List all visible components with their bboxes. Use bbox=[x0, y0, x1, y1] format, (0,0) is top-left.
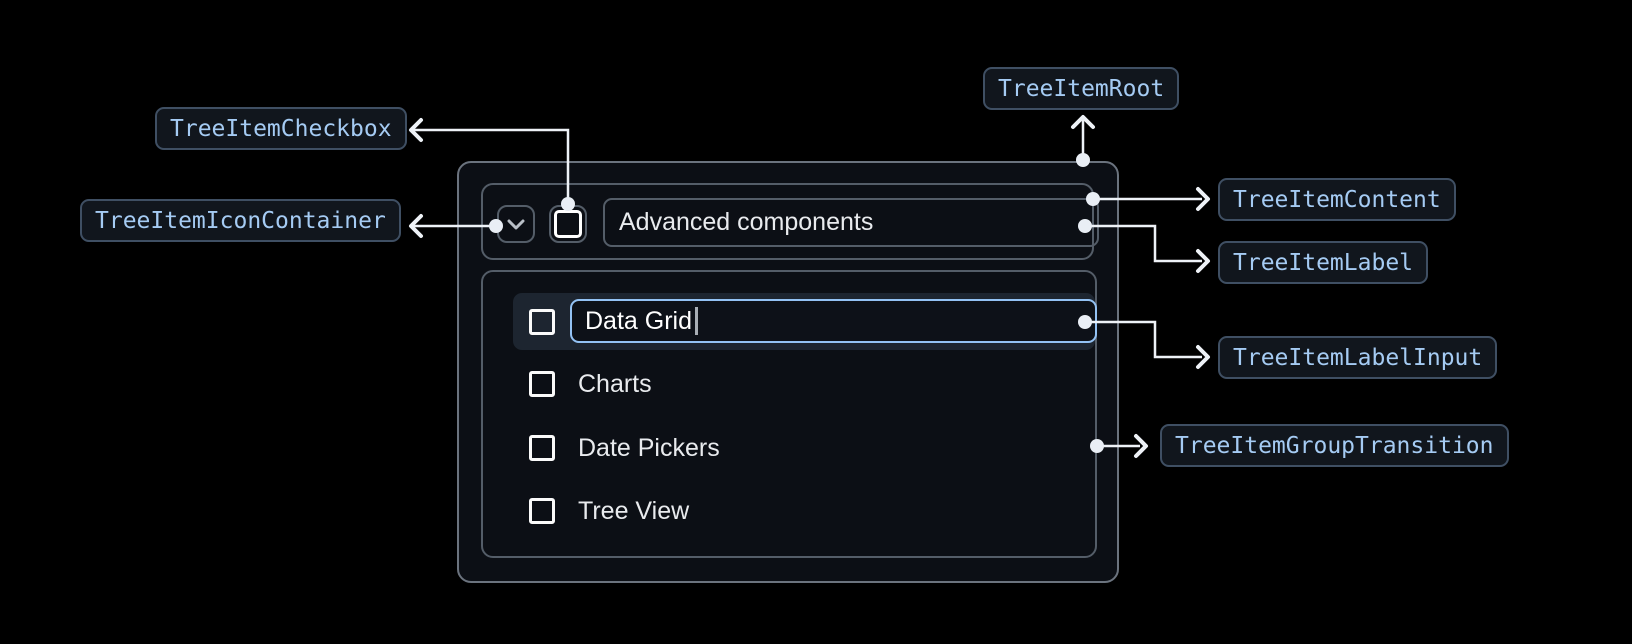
annotation-tree-item-icon-container: TreeItemIconContainer bbox=[80, 199, 401, 242]
checkbox-unchecked-icon[interactable] bbox=[529, 309, 555, 335]
checkbox-unchecked-icon bbox=[554, 210, 582, 238]
annotation-tree-item-label: TreeItemLabel bbox=[1218, 241, 1429, 284]
checkbox-unchecked-icon[interactable] bbox=[529, 371, 555, 397]
annotation-tree-item-label-input: TreeItemLabelInput bbox=[1218, 336, 1498, 379]
tree-item-icon-container[interactable] bbox=[497, 205, 535, 243]
tree-row-data-grid[interactable]: Data Grid bbox=[513, 293, 1097, 350]
tree-item-label: Advanced components bbox=[603, 198, 1099, 247]
tree-row-tree-view[interactable]: Tree View bbox=[529, 488, 689, 534]
tree-item-content[interactable]: Advanced components bbox=[481, 183, 1099, 260]
annotation-tree-item-root: TreeItemRoot bbox=[983, 67, 1180, 110]
tree-item-group-transition: Data Grid Charts Date Pickers Tree View bbox=[481, 270, 1097, 558]
annotation-tree-item-checkbox: TreeItemCheckbox bbox=[155, 107, 407, 150]
tree-row-label: Charts bbox=[578, 369, 652, 398]
parent-label-text: Advanced components bbox=[619, 208, 874, 236]
tree-item-root: Advanced components Data Grid Charts Dat… bbox=[457, 161, 1119, 583]
connector-tree-item-root bbox=[1071, 115, 1095, 167]
tree-row-charts[interactable]: Charts bbox=[529, 361, 652, 407]
tree-item-checkbox[interactable] bbox=[549, 205, 587, 243]
annotation-tree-item-content: TreeItemContent bbox=[1218, 178, 1456, 221]
chevron-down-icon bbox=[507, 219, 525, 229]
tree-row-label: Date Pickers bbox=[578, 433, 720, 462]
checkbox-unchecked-icon[interactable] bbox=[529, 498, 555, 524]
tree-row-label: Tree View bbox=[578, 496, 690, 525]
checkbox-unchecked-icon[interactable] bbox=[529, 435, 555, 461]
tree-row-date-pickers[interactable]: Date Pickers bbox=[529, 425, 720, 471]
label-input-value: Data Grid bbox=[585, 306, 692, 335]
tree-item-label-input[interactable]: Data Grid bbox=[570, 299, 1097, 343]
text-caret bbox=[694, 307, 698, 335]
annotation-tree-item-group-transition: TreeItemGroupTransition bbox=[1160, 424, 1509, 467]
